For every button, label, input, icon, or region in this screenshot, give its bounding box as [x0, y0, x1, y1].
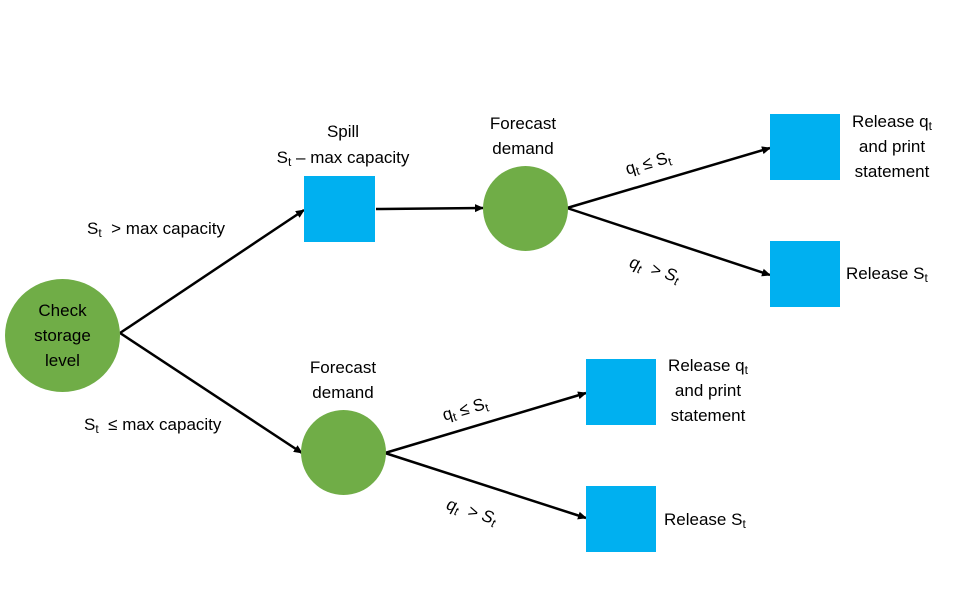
lower-branch-condition: St ≤ max capacity [84, 415, 222, 436]
lower-release-s-node [586, 486, 656, 552]
spill-title: Spill [326, 122, 360, 141]
spill-formula: St – max capacity [276, 148, 410, 169]
upper-release-s-label: Release St [846, 264, 928, 285]
upper-release-s-node [770, 241, 840, 307]
lower-release-q-node [586, 359, 656, 425]
edge-lower-forecast-to-release-s [384, 451, 587, 520]
upper-branch-condition: St > max capacity [87, 219, 225, 240]
lower-forecast-label: Forecast demand [309, 358, 377, 402]
root-label-line-2: storage [34, 326, 91, 345]
root-node-label: Check storage level [5, 279, 120, 392]
upper-release-q-node [770, 114, 840, 180]
edge-lower-forecast-to-release-q [384, 391, 587, 455]
lower-release-s-label: Release St [664, 510, 746, 531]
upper-forecast-label: Forecast demand [489, 114, 557, 158]
upper-release-q-label: Release qt and print statement [852, 112, 932, 181]
edge-upper-forecast-to-release-q [566, 146, 771, 210]
edge-root-to-spill [119, 208, 305, 335]
edge-root-to-lower-forecast [119, 331, 303, 455]
root-label-line-1: Check [38, 301, 87, 320]
root-decision-node [5, 279, 120, 392]
root-label-line-3: level [45, 351, 80, 370]
upper-forecast-node [483, 166, 568, 251]
edge-upper-forecast-to-release-s [566, 206, 771, 277]
spill-action-node [304, 176, 375, 242]
edge-spill-to-upper-forecast [375, 204, 484, 213]
lower-release-q-label: Release qt and print statement [668, 356, 748, 425]
lower-forecast-node [301, 410, 386, 495]
